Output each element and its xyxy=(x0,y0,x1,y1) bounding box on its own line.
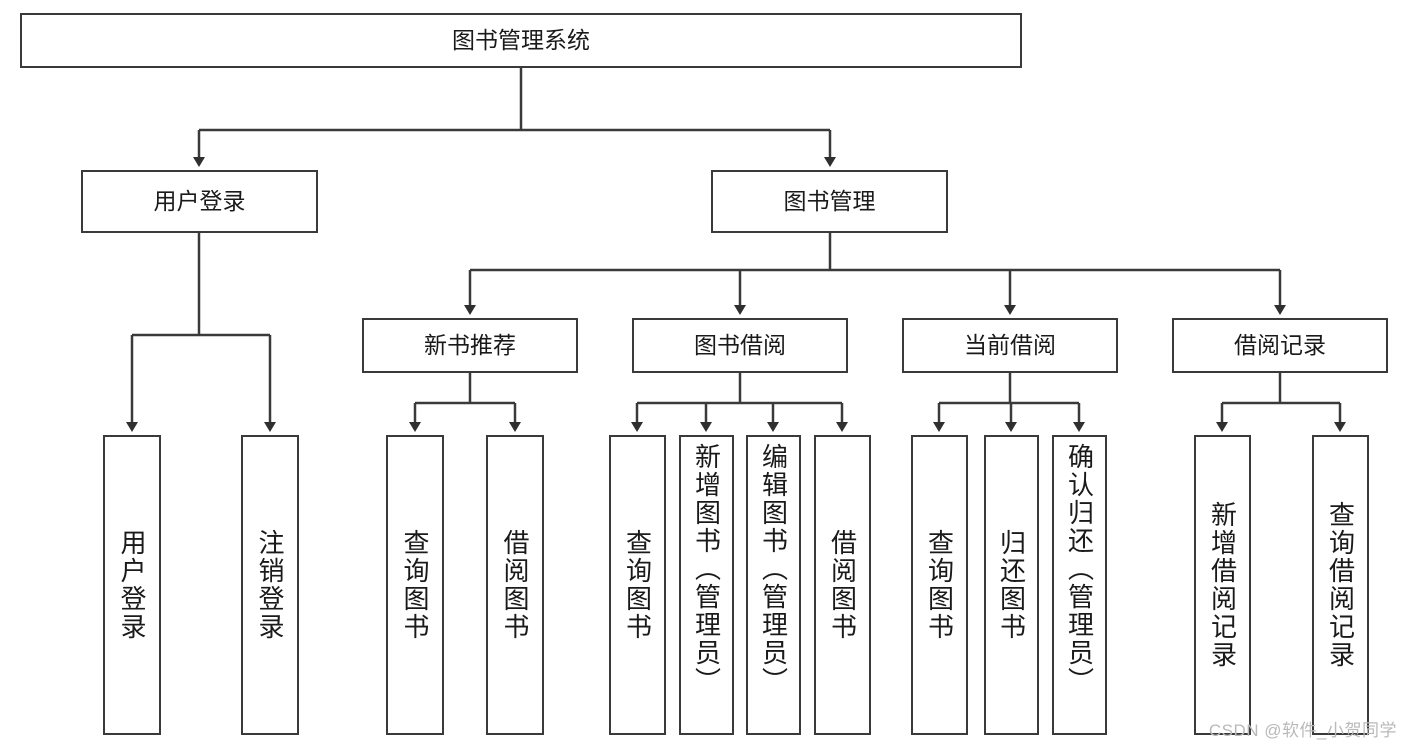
leaf-node: 查询图书 xyxy=(911,435,968,735)
leaf-node: 借阅图书 xyxy=(486,435,544,735)
node-user-login: 用户登录 xyxy=(81,170,318,233)
node-label: 查询图书 xyxy=(622,529,653,641)
node-root-title: 图书管理系统 xyxy=(20,13,1022,68)
node-label: 图书管理 xyxy=(783,187,876,214)
node-label: 新书推荐 xyxy=(424,331,516,358)
node-label: 借阅图书 xyxy=(500,529,530,641)
node-label: 注销登录 xyxy=(255,529,285,641)
node-book-borrow: 图书借阅 xyxy=(632,318,848,373)
leaf-node: 借阅图书 xyxy=(814,435,871,735)
node-label: 查询图书 xyxy=(400,529,430,641)
leaf-node: 归还图书 xyxy=(984,435,1039,735)
leaf-node: 查询借阅记录 xyxy=(1312,435,1369,735)
leaf-node: 编辑图书（管理员） xyxy=(746,435,801,735)
leaf-node: 用户登录 xyxy=(103,435,161,735)
node-label: 借阅图书 xyxy=(827,529,858,641)
node-label: 查询借阅记录 xyxy=(1325,501,1356,669)
node-label: 新增图书（管理员） xyxy=(691,443,722,695)
node-label: 确认归还（管理员） xyxy=(1064,443,1095,695)
node-label: 查询图书 xyxy=(924,529,955,641)
node-current-borrow: 当前借阅 xyxy=(902,318,1118,373)
node-label: 用户登录 xyxy=(117,529,147,641)
node-label: 归还图书 xyxy=(996,529,1027,641)
node-label: 借阅记录 xyxy=(1234,331,1326,358)
leaf-node: 新增图书（管理员） xyxy=(679,435,734,735)
node-label: 新增借阅记录 xyxy=(1207,501,1238,669)
leaf-node: 确认归还（管理员） xyxy=(1052,435,1107,735)
node-book-management: 图书管理 xyxy=(711,170,948,233)
leaf-node: 新增借阅记录 xyxy=(1194,435,1251,735)
watermark-text: CSDN @软件_小贺同学 xyxy=(1208,721,1397,740)
node-borrow-record: 借阅记录 xyxy=(1172,318,1388,373)
node-label: 用户登录 xyxy=(153,187,246,214)
node-new-book-recommend: 新书推荐 xyxy=(362,318,578,373)
leaf-node: 查询图书 xyxy=(609,435,666,735)
node-label: 当前借阅 xyxy=(964,331,1056,358)
node-label: 编辑图书（管理员） xyxy=(758,443,789,695)
node-label: 图书管理系统 xyxy=(452,26,590,53)
leaf-node: 注销登录 xyxy=(241,435,299,735)
node-label: 图书借阅 xyxy=(694,331,786,358)
leaf-node: 查询图书 xyxy=(386,435,444,735)
